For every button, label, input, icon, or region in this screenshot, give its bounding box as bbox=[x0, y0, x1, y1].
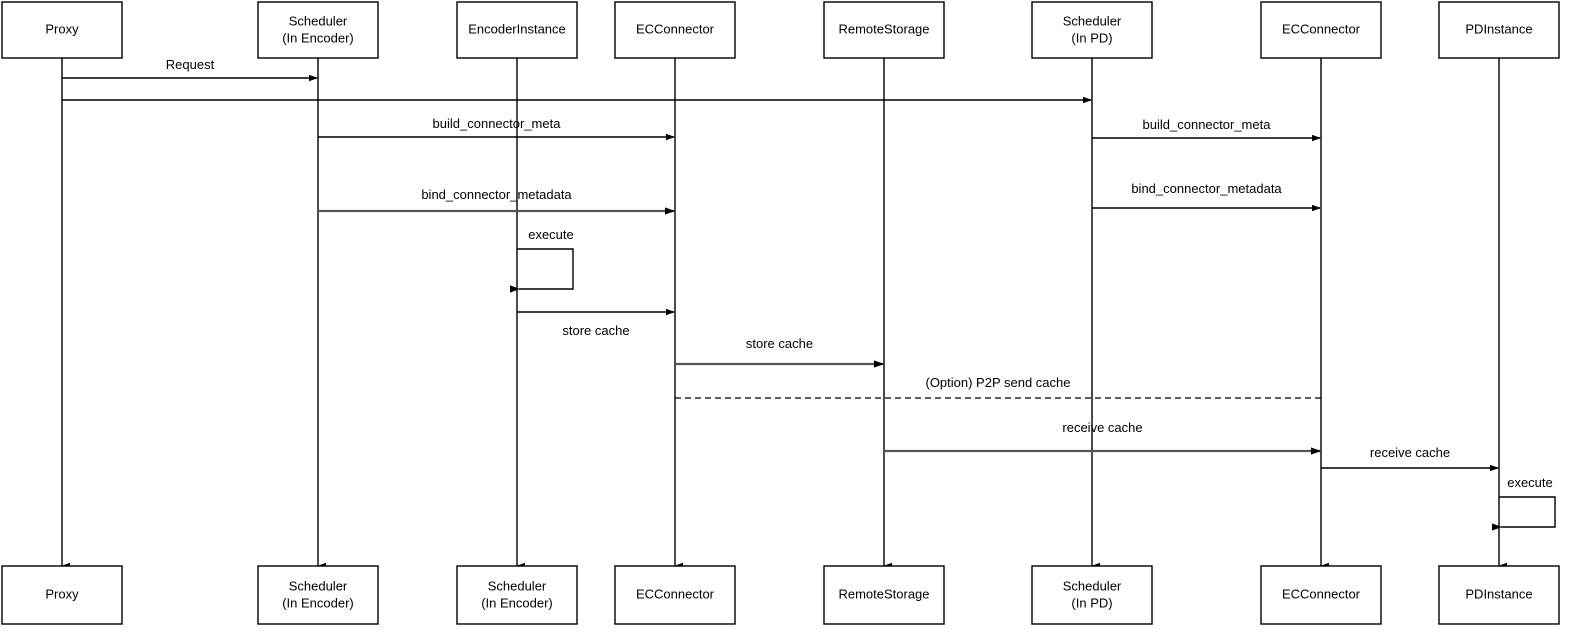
participant-bottom-pd_inst[interactable]: PDInstance bbox=[1438, 565, 1560, 625]
participant-box-rect bbox=[823, 1, 945, 59]
message-label-m5: bind_connector_metadata bbox=[421, 187, 572, 202]
participant-label-line1: Scheduler bbox=[289, 13, 348, 28]
participant-box-rect bbox=[1, 565, 123, 625]
participant-box-rect bbox=[257, 1, 379, 59]
participant-top-remote[interactable]: RemoteStorage bbox=[823, 1, 945, 59]
participant-bottom-ecconn_pd[interactable]: ECConnector bbox=[1260, 565, 1382, 625]
participant-label-line1: Proxy bbox=[45, 21, 79, 36]
participant-label-line2: (In Encoder) bbox=[282, 595, 354, 610]
top-participant-boxes: Proxy Scheduler (In Encoder) EncoderInstanc… bbox=[1, 1, 1560, 59]
bottom-participant-boxes: Proxy Scheduler (In Encoder) Scheduler (In E… bbox=[1, 565, 1560, 625]
participant-label-line1: Scheduler bbox=[488, 578, 547, 593]
participant-label-line1: Scheduler bbox=[289, 578, 348, 593]
message-label-m4: build_connector_meta bbox=[1143, 117, 1272, 132]
participant-box-rect bbox=[1260, 565, 1382, 625]
messages-group: Request build_connector_meta build_connect… bbox=[62, 57, 1499, 472]
participant-top-encoder_inst[interactable]: EncoderInstance bbox=[456, 1, 578, 59]
participant-box-rect bbox=[257, 565, 379, 625]
participant-box-rect bbox=[614, 1, 736, 59]
participant-bottom-ecconn_enc[interactable]: ECConnector bbox=[614, 565, 736, 625]
participant-bottom-sched_enc[interactable]: Scheduler (In Encoder) bbox=[257, 565, 379, 625]
participant-label-line2: (In PD) bbox=[1071, 595, 1112, 610]
message-label-m1: Request bbox=[166, 57, 215, 72]
participant-label-line1: ECConnector bbox=[1282, 586, 1361, 601]
participant-label-line1: Scheduler bbox=[1063, 13, 1122, 28]
participant-label-line1: RemoteStorage bbox=[838, 586, 929, 601]
participant-label-line1: PDInstance bbox=[1465, 21, 1532, 36]
message-label-m11: receive cache bbox=[1370, 445, 1450, 460]
participant-label-line2: (In PD) bbox=[1071, 30, 1112, 45]
participant-box-rect bbox=[456, 1, 578, 59]
participant-label-line1: ECConnector bbox=[636, 586, 715, 601]
self-call-label-s1: execute bbox=[528, 227, 574, 242]
participant-bottom-encoder_inst[interactable]: Scheduler (In Encoder) bbox=[456, 565, 578, 625]
self-calls-group: execute execute bbox=[510, 227, 1556, 531]
participant-top-proxy[interactable]: Proxy bbox=[1, 1, 123, 59]
participant-label-line1: Scheduler bbox=[1063, 578, 1122, 593]
participant-box-rect bbox=[1438, 565, 1560, 625]
participant-bottom-sched_pd[interactable]: Scheduler (In PD) bbox=[1031, 565, 1153, 625]
participant-label-line1: EncoderInstance bbox=[468, 21, 566, 36]
message-label-m7: store cache bbox=[562, 323, 629, 338]
participant-label-line2: (In Encoder) bbox=[282, 30, 354, 45]
self-call-label-s2: execute bbox=[1507, 475, 1553, 490]
participant-box-rect bbox=[614, 565, 736, 625]
participant-label-line1: Proxy bbox=[45, 586, 79, 601]
participant-label-line1: PDInstance bbox=[1465, 586, 1532, 601]
participant-box-rect bbox=[823, 565, 945, 625]
lifelines-group bbox=[61, 58, 1507, 570]
participant-top-ecconn_enc[interactable]: ECConnector bbox=[614, 1, 736, 59]
participant-top-sched_pd[interactable]: Scheduler (In PD) bbox=[1031, 1, 1153, 59]
self-call-s1 bbox=[510, 248, 574, 293]
participant-label-line2: (In Encoder) bbox=[481, 595, 553, 610]
participant-box-rect bbox=[1438, 1, 1560, 59]
participant-bottom-proxy[interactable]: Proxy bbox=[1, 565, 123, 625]
participant-top-sched_enc[interactable]: Scheduler (In Encoder) bbox=[257, 1, 379, 59]
message-label-m6: bind_connector_metadata bbox=[1131, 181, 1282, 196]
participant-box-rect bbox=[1031, 565, 1153, 625]
participant-label-line1: RemoteStorage bbox=[838, 21, 929, 36]
message-label-m9: (Option) P2P send cache bbox=[925, 375, 1070, 390]
self-call-s2 bbox=[1492, 496, 1556, 531]
participant-label-line1: ECConnector bbox=[1282, 21, 1361, 36]
participant-box-rect bbox=[456, 565, 578, 625]
participant-box-rect bbox=[1260, 1, 1382, 59]
participant-top-pd_inst[interactable]: PDInstance bbox=[1438, 1, 1560, 59]
message-label-m3: build_connector_meta bbox=[433, 116, 562, 131]
message-label-m10: receive cache bbox=[1062, 420, 1142, 435]
participant-box-rect bbox=[1, 1, 123, 59]
participant-top-ecconn_pd[interactable]: ECConnector bbox=[1260, 1, 1382, 59]
participant-label-line1: ECConnector bbox=[636, 21, 715, 36]
participant-bottom-remote[interactable]: RemoteStorage bbox=[823, 565, 945, 625]
message-label-m8: store cache bbox=[746, 336, 813, 351]
participant-box-rect bbox=[1031, 1, 1153, 59]
